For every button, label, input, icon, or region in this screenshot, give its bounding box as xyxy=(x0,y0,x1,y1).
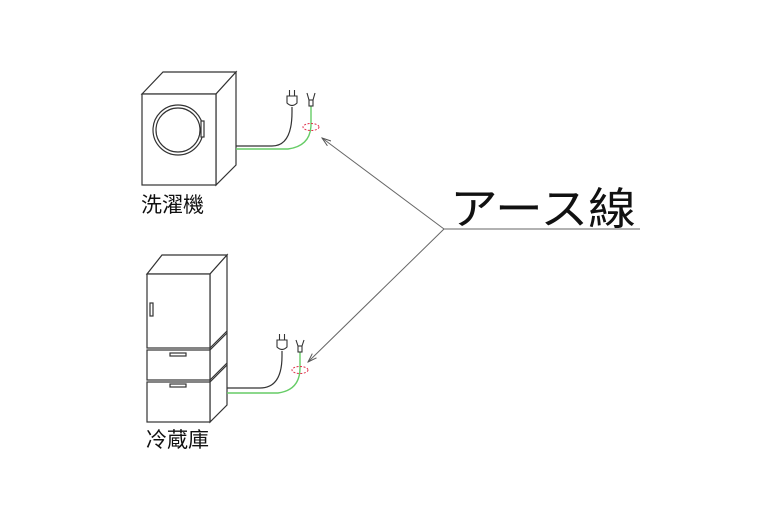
arrow-to-fridge xyxy=(308,228,445,362)
arrow-to-washer xyxy=(322,138,445,230)
washer-door-handle xyxy=(200,120,205,138)
washer-door-inner xyxy=(155,107,201,153)
washer-earth-terminal-icon xyxy=(306,92,316,107)
fridge-earth-terminal-icon xyxy=(295,339,305,353)
earth-wire-label: アース線 xyxy=(450,184,636,235)
washer-power-cord xyxy=(236,107,293,147)
fridge-side xyxy=(209,253,228,424)
fridge-earth-wire xyxy=(227,352,301,394)
washer-earth-marker xyxy=(302,123,320,131)
washing-machine xyxy=(140,70,238,187)
fridge-door-handle xyxy=(149,302,154,317)
fridge-bottom-drawer xyxy=(146,381,211,423)
washer-earth-wire xyxy=(236,106,312,150)
fridge-middle-drawer-handle xyxy=(169,352,187,357)
fridge-label: 冷蔵庫 xyxy=(146,428,209,452)
fridge-middle-drawer xyxy=(146,349,211,381)
fridge-bottom-drawer-handle xyxy=(169,383,187,388)
refrigerator xyxy=(145,253,229,424)
fridge-earth-marker xyxy=(291,366,309,374)
fridge-power-cord xyxy=(227,351,283,389)
washer-label: 洗濯機 xyxy=(141,193,204,217)
fridge-power-plug-icon xyxy=(276,334,288,351)
washer-power-plug-icon xyxy=(286,90,298,107)
fridge-door xyxy=(146,273,211,349)
